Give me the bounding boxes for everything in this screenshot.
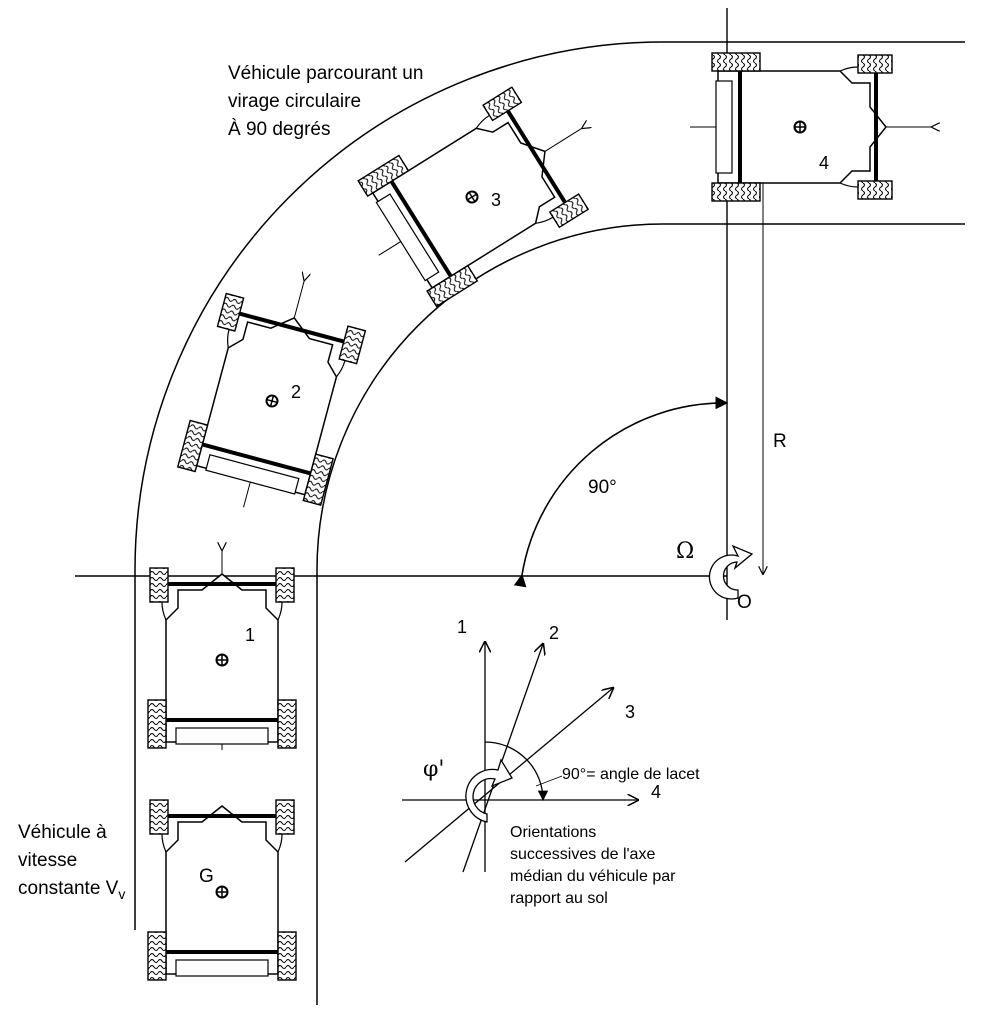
vehicle-4 [690, 51, 932, 203]
orientation-axis-label-2: 2 [549, 623, 559, 643]
angular-velocity-arrow [708, 544, 754, 600]
title-line-2: virage circulaire [228, 91, 361, 112]
left-caption-line-1: Véhicule à [18, 822, 107, 843]
vehicle-2 [175, 261, 370, 508]
turn-angle-arc [513, 396, 729, 588]
orientation-axis-label-4: 4 [651, 782, 661, 802]
orientation-axis-label-1: 1 [457, 617, 467, 637]
road-outer-edge [134, 41, 965, 930]
angular-velocity-label: Ω [676, 539, 694, 564]
orientation-caption-line-4: rapport au sol [510, 890, 608, 907]
center-label: O [737, 592, 752, 613]
yaw-rate-arrow [465, 758, 513, 823]
turn-angle-label: 90° [588, 477, 617, 498]
radius-label: R [773, 431, 787, 452]
orientation-caption-line-1: Orientations [510, 824, 596, 841]
center-of-mass-label: G [199, 866, 214, 887]
left-caption-line-3: constante Vv [18, 878, 125, 902]
reference-axes [75, 8, 728, 620]
vehicle-1-number: 1 [245, 625, 255, 645]
velocity-subscript: v [118, 886, 125, 902]
vehicle-g [146, 798, 298, 982]
vehicle-4-number: 4 [819, 153, 829, 173]
yaw-rate-label: φ' [423, 757, 444, 782]
left-caption-line-2: vitesse [18, 850, 77, 871]
vehicle-1 [146, 550, 298, 750]
road-inner-edge [316, 223, 965, 1005]
vehicle-2-number: 2 [291, 382, 301, 402]
orientation-caption-line-3: médian du véhicule par [510, 868, 676, 885]
left-caption: Véhicule à vitesse constante Vv [18, 822, 125, 902]
vehicle-3 [356, 83, 622, 309]
road [134, 41, 965, 1005]
orientation-axis-label-3: 3 [625, 702, 635, 722]
yaw-angle-note: 90°= angle de lacet [562, 766, 700, 783]
orientation-caption: Orientations successives de l'axe médian… [510, 824, 676, 907]
vehicle-3-number: 3 [491, 190, 501, 210]
velocity-base: constante V [18, 878, 119, 899]
orientation-caption-line-2: successives de l'axe [510, 846, 655, 863]
title-line-3: À 90 degrés [228, 119, 330, 140]
title-line-1: Véhicule parcourant un [228, 63, 423, 84]
title-block: Véhicule parcourant un virage circulaire… [228, 63, 423, 140]
